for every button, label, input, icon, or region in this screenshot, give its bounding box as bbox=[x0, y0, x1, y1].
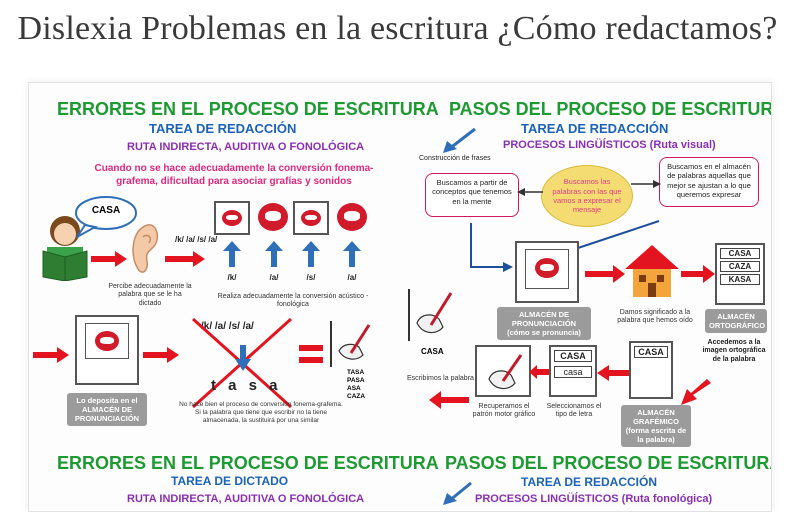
mouth-icon bbox=[337, 203, 367, 231]
house-icon bbox=[623, 243, 681, 299]
ortho-store-label: ALMACÉN ORTOGRÁFICO bbox=[705, 309, 767, 333]
right-bottom-task: TAREA DE REDACCIÓN bbox=[521, 475, 658, 489]
mouth-icon bbox=[301, 210, 321, 226]
bubble-word: CASA bbox=[91, 205, 121, 216]
arrow-left-icon bbox=[597, 365, 629, 381]
arrow-down-left-icon bbox=[681, 379, 711, 405]
type-word: casa bbox=[554, 366, 592, 378]
mouth-frame bbox=[293, 201, 329, 235]
arrow-left-icon bbox=[529, 365, 549, 379]
mouth-frame bbox=[525, 249, 569, 289]
casa-label: CASA bbox=[421, 347, 444, 356]
ear-icon bbox=[129, 221, 161, 277]
construction-caption: Construcción de frases bbox=[419, 155, 491, 162]
mouth-icon bbox=[258, 203, 288, 231]
phoneme-unit: /k/ bbox=[227, 273, 237, 282]
arrow-left-icon bbox=[517, 188, 543, 196]
girl-reading-icon bbox=[37, 211, 93, 282]
ortho-word: KASA bbox=[720, 274, 760, 285]
writing-hand-icon bbox=[407, 289, 457, 341]
written-word: CAZA bbox=[347, 393, 366, 401]
written-word: PASA bbox=[347, 377, 365, 385]
caption-error: No hace bien el proceso de conversión fo… bbox=[179, 401, 343, 424]
caption-conversion: Realiza adecuadamente la conversión acús… bbox=[217, 293, 369, 309]
concepts-box: Buscamos a partir de conceptos que tenem… bbox=[425, 173, 519, 217]
mouth-frame bbox=[85, 323, 129, 359]
type-caption: Seleccionamos el tipo de letra bbox=[546, 403, 602, 419]
left-warning: Cuando no se hace adecuadamente la conve… bbox=[94, 163, 374, 187]
page-title: Dislexia Problemas en la escritura ¿Cómo… bbox=[17, 10, 778, 47]
speech-bubble: CASA bbox=[73, 195, 139, 239]
right-bottom-process: PROCESOS LINGÜÍSTICOS (Ruta fonológica) bbox=[475, 493, 713, 505]
arrow-up-icon bbox=[302, 241, 320, 267]
phoneme-sequence: /k/ /a/ /s/ /a/ bbox=[175, 235, 218, 244]
mouth-icon bbox=[535, 258, 559, 278]
arrow-right-icon bbox=[91, 251, 127, 267]
graph-word: CASA bbox=[634, 346, 668, 358]
phoneme-unit: /a/ bbox=[347, 273, 357, 282]
hand-icon bbox=[488, 354, 523, 390]
arrow-right-icon bbox=[585, 265, 625, 283]
left-bottom-heading: ERRORES EN EL PROCESO DE ESCRITURA bbox=[57, 453, 439, 473]
caption-ear: Percibe adecuadamente la palabra que se … bbox=[108, 283, 192, 307]
connector-arrow-icon bbox=[470, 223, 513, 272]
equals-bar bbox=[299, 357, 323, 363]
phoneme-unit: /s/ bbox=[306, 273, 316, 282]
written-word: ASA bbox=[347, 385, 361, 393]
arrow-right-icon bbox=[33, 347, 69, 363]
left-bottom-task: TAREA DE DICTADO bbox=[171, 474, 289, 488]
access-caption: Accedemos a la imagen ortográfica de la … bbox=[702, 339, 766, 363]
words-oval: Buscamos las palabras con las que vamos … bbox=[541, 165, 633, 227]
writing-hand-icon bbox=[329, 321, 373, 367]
mouth-icon bbox=[222, 210, 242, 226]
arrow-right-icon bbox=[681, 265, 715, 283]
left-route: RUTA INDIRECTA, AUDITIVA O FONOLÓGICA bbox=[127, 141, 365, 153]
arrow-up-icon bbox=[223, 241, 241, 267]
written-word: TASA bbox=[347, 369, 365, 376]
arrow-down-icon bbox=[235, 345, 251, 371]
left-bottom-route: RUTA INDIRECTA, AUDITIVA O FONOLÓGICA bbox=[127, 493, 365, 505]
pronunciation-store-frame bbox=[75, 315, 139, 385]
written-words: TASA PASA ASA CAZA bbox=[347, 369, 365, 402]
phoneme-unit: /a/ bbox=[269, 273, 279, 282]
right-heading: PASOS DEL PROCESO DE ESCRITURA bbox=[449, 99, 772, 119]
infographic-slide: ERRORES EN EL PROCESO DE ESCRITURA TAREA… bbox=[28, 82, 772, 512]
ortho-word: CAZA bbox=[720, 261, 760, 272]
arrow-right-icon bbox=[165, 251, 205, 267]
pronunciation-store-frame bbox=[515, 241, 579, 303]
crossed-phonemes: /k/ /a/ /s/ /a/ bbox=[201, 321, 254, 332]
ortho-store-frame: CASA CAZA KASA bbox=[715, 243, 765, 305]
graphemic-store-frame: CASA bbox=[629, 341, 673, 399]
type-selection-frame: CASA casa bbox=[549, 345, 597, 397]
motor-pattern-frame bbox=[475, 345, 531, 397]
arrow-down-left-icon bbox=[443, 127, 476, 153]
pron-store-label: ALMACÉN DE PRONUNCIACIÓN (cómo se pronun… bbox=[497, 307, 591, 340]
mouth-icon bbox=[95, 331, 119, 351]
ortho-word: CASA bbox=[720, 248, 760, 259]
left-task: TAREA DE REDACCIÓN bbox=[149, 121, 297, 136]
caption-deposit: Lo deposita en el ALMACÉN DE PRONUNCIACI… bbox=[67, 393, 147, 426]
type-word: CASA bbox=[554, 350, 592, 362]
meaning-caption: Damos significado a la palabra que hemos… bbox=[617, 309, 693, 325]
left-heading: ERRORES EN EL PROCESO DE ESCRITURA bbox=[57, 99, 439, 119]
mouth-frame bbox=[214, 201, 250, 235]
arrow-left-icon bbox=[429, 391, 469, 409]
arrow-up-icon bbox=[265, 241, 283, 267]
arrow-right-icon bbox=[631, 180, 661, 188]
graph-store-label: ALMACÉN GRAFÉMICO (forma escrita de la p… bbox=[621, 405, 691, 447]
arrow-right-icon bbox=[143, 347, 179, 363]
right-task: TAREA DE REDACCIÓN bbox=[521, 121, 669, 136]
write-caption: Escribimos la palabra bbox=[407, 375, 474, 382]
letters: t a s a bbox=[211, 377, 282, 394]
word-store-box: Buscamos en el almacén de palabras aquel… bbox=[659, 157, 759, 207]
arrow-down-left-icon bbox=[443, 481, 472, 505]
right-process: PROCESOS LINGÜÍSTICOS (Ruta visual) bbox=[503, 139, 716, 151]
equals-bar bbox=[299, 345, 323, 351]
arrow-up-icon bbox=[343, 241, 361, 267]
motor-caption: Recuperamos el patrón motor gráfico bbox=[472, 403, 536, 419]
right-bottom-heading: PASOS DEL PROCESO DE ESCRITURA bbox=[445, 453, 772, 473]
